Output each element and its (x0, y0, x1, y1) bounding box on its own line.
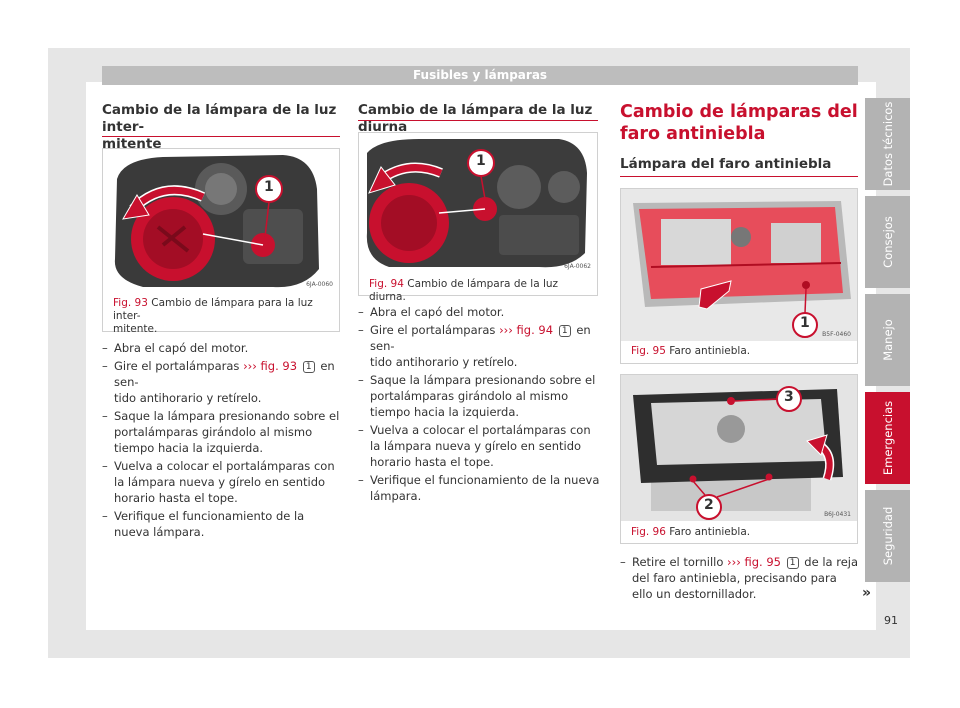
col1-steps: Abra el capó del motor. Gire el portalám… (102, 340, 342, 542)
callout-1: 1 (476, 153, 486, 169)
list-item: Abra el capó del motor. (102, 340, 342, 356)
figure-96-caption: Fig. 96 Faro antiniebla. (631, 526, 751, 538)
list-item: Verifique el funcionamiento de la nueva … (358, 472, 602, 504)
figure-96-image: 3 2 B6J-0431 (621, 375, 857, 521)
list-item: Abra el capó del motor. (358, 304, 602, 320)
list-item: Vuelva a colocar el portalámparas con la… (358, 422, 602, 470)
tab-emergencias[interactable]: Emergencias (865, 392, 910, 484)
col3-steps: Retire el tornillo ››› fig. 95 1 de la r… (620, 554, 860, 604)
callout-3: 3 (784, 389, 794, 405)
continue-icon: » (862, 585, 872, 601)
section-header: Fusibles y lámparas (102, 66, 858, 85)
figure-93: 1 6JA-0060 Fig. 93 Cambio de lámpara par… (102, 148, 340, 335)
callout-badge: 1 (558, 325, 571, 337)
figure-95-image: 1 B5F-0460 (621, 189, 857, 341)
figure-95: 1 B5F-0460 Fig. 95 Faro antiniebla. (620, 188, 858, 364)
col2-rule (358, 120, 598, 121)
col2-steps: Abra el capó del motor. Gire el portalám… (358, 304, 602, 506)
col3-rule (620, 176, 858, 177)
callout-2: 2 (704, 497, 714, 513)
list-item: Verifique el funcionamiento de la nueva … (102, 508, 342, 540)
list-item: Saque la lámpara presionando sobre el po… (102, 408, 342, 456)
tab-consejos[interactable]: Consejos (865, 196, 910, 288)
list-item: Gire el portalámparas ››› fig. 93 1 en s… (102, 358, 342, 406)
figure-code: 6JA-0060 (306, 281, 333, 288)
list-item: Gire el portalámparas ››› fig. 94 1 en s… (358, 322, 602, 370)
list-item: Retire el tornillo ››› fig. 95 1 de la r… (620, 554, 860, 602)
callout-1: 1 (800, 315, 810, 331)
col3-heading: Cambio de lámparas del faro antiniebla (620, 102, 858, 144)
tab-seguridad[interactable]: Seguridad (865, 490, 910, 582)
figure-link[interactable]: fig. 93 (256, 359, 298, 373)
tab-manejo[interactable]: Manejo (865, 294, 910, 386)
figure-code: B5F-0460 (822, 331, 851, 338)
figure-93-image: 1 6JA-0060 (103, 149, 339, 291)
list-item: Saque la lámpara presionando sobre el po… (358, 372, 602, 420)
callout-badge: 1 (302, 361, 315, 373)
figure-link[interactable]: fig. 94 (512, 323, 554, 337)
arrow-ref-icon: ››› (727, 555, 741, 569)
callout-badge: 1 (786, 557, 799, 569)
figure-93-caption: Fig. 93 Cambio de lámpara para la luz in… (113, 297, 313, 335)
callout-1: 1 (264, 179, 274, 195)
tab-datos-tecnicos[interactable]: Datos técnicos (865, 98, 910, 190)
figure-96: 3 2 B6J-0431 Fig. 96 Faro antiniebla. (620, 374, 858, 544)
col1-rule (102, 136, 340, 137)
figure-code: 6JA-0062 (564, 263, 591, 270)
col1-heading: Cambio de la lámpara de la luz inter- mi… (102, 102, 337, 152)
page-number: 91 (884, 614, 898, 627)
figure-95-caption: Fig. 95 Faro antiniebla. (631, 345, 751, 357)
figure-link[interactable]: fig. 95 (740, 555, 781, 569)
figure-94-caption: Fig. 94 Cambio de lámpara de la luz diur… (369, 278, 559, 303)
figure-94-image: 1 6JA-0062 (359, 133, 597, 273)
col3-subheading: Lámpara del faro antiniebla (620, 156, 832, 172)
figure-94: 1 6JA-0062 Fig. 94 Cambio de lámpara de … (358, 132, 598, 303)
figure-code: B6J-0431 (824, 511, 851, 518)
arrow-ref-icon: ››› (499, 323, 513, 337)
col2-heading: Cambio de la lámpara de la luz diurna (358, 102, 593, 135)
list-item: Vuelva a colocar el portalámparas con la… (102, 458, 342, 506)
arrow-ref-icon: ››› (243, 359, 257, 373)
